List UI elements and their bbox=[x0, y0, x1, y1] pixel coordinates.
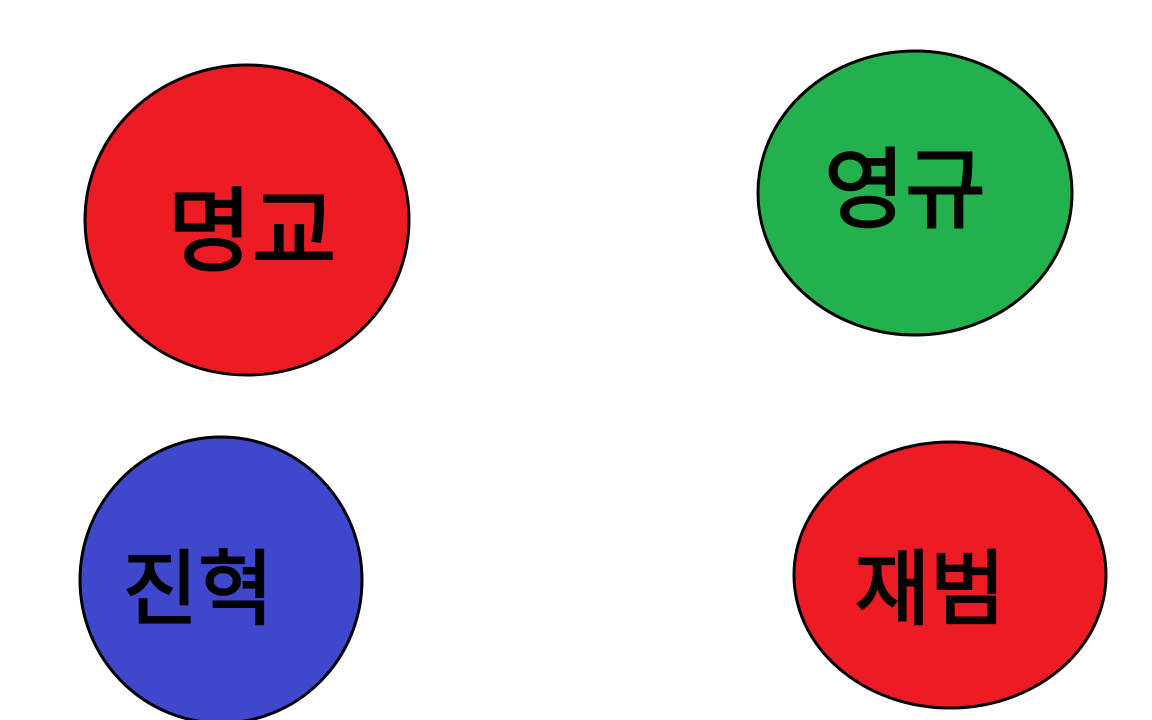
circle-top-left-label: 명교 bbox=[167, 179, 336, 286]
circle-top-right-label: 영규 bbox=[824, 139, 986, 242]
circle-bottom-left-shape bbox=[78, 435, 364, 720]
circle-bottom-right-label: 재범 bbox=[855, 543, 1006, 638]
circle-bottom-left-label: 진혁 bbox=[123, 543, 274, 638]
circle-top-left-shape bbox=[83, 63, 411, 377]
circle-top-right-shape bbox=[756, 49, 1074, 337]
circle-bottom-right: 재범 bbox=[792, 440, 1108, 710]
circle-bottom-left: 진혁 bbox=[78, 435, 364, 720]
circle-top-left: 명교 bbox=[83, 63, 411, 377]
circle-top-right: 영규 bbox=[756, 49, 1074, 337]
circle-bottom-right-shape bbox=[792, 440, 1108, 710]
